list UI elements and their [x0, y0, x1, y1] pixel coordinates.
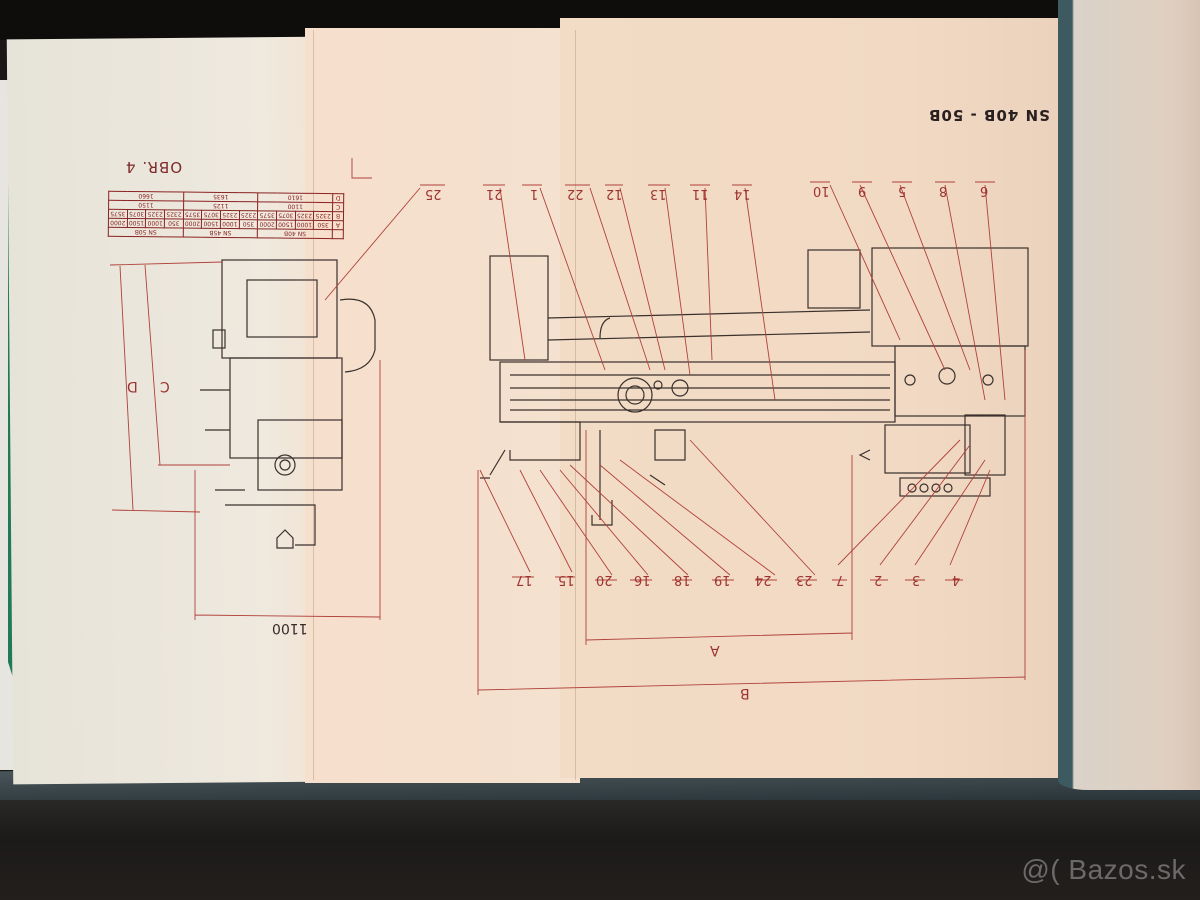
dimension-1100: 1100 — [272, 620, 308, 636]
callout-16: 16 — [634, 572, 651, 587]
callout-14: 14 — [734, 186, 751, 201]
dimension-d-label: D — [127, 378, 138, 394]
model-sn45b: SN 45B — [183, 228, 258, 238]
callout-5: 5 — [898, 183, 907, 198]
model-sn50b: SN 50B — [108, 227, 184, 238]
callout-18: 18 — [674, 572, 691, 587]
callout-2: 2 — [874, 572, 883, 587]
drawing-sheet-middle — [305, 28, 580, 783]
callout-7: 7 — [836, 572, 845, 587]
dimension-c-label: C — [160, 378, 170, 394]
callout-12: 12 — [606, 186, 623, 201]
callout-25: 25 — [425, 186, 442, 201]
callout-21: 21 — [486, 186, 503, 201]
callout-8: 8 — [939, 183, 948, 198]
callout-19: 19 — [714, 572, 731, 587]
callout-1: 1 — [530, 186, 539, 201]
dark-surface-bottom — [0, 800, 1200, 900]
sheet-fold — [313, 30, 314, 780]
drawing-title: SN 40B - 50B — [928, 106, 1050, 124]
callout-11: 11 — [692, 186, 709, 201]
callout-17: 17 — [516, 572, 533, 587]
callout-4: 4 — [952, 572, 961, 587]
callout-22: 22 — [567, 186, 584, 201]
callout-24: 24 — [755, 572, 772, 587]
callout-9: 9 — [858, 183, 867, 198]
callout-13: 13 — [650, 186, 667, 201]
callout-10: 10 — [813, 183, 830, 198]
figure-label: OBR. 4 — [125, 158, 183, 176]
callout-3: 3 — [912, 572, 921, 587]
callout-23: 23 — [796, 572, 813, 587]
watermark: @( Bazos.sk — [1021, 854, 1186, 885]
next-page-edge — [1058, 0, 1200, 790]
callout-15: 15 — [558, 572, 575, 587]
model-sn40b: SN 40B — [257, 228, 333, 239]
callout-6: 6 — [980, 183, 989, 198]
dimension-a-label: A — [710, 642, 720, 658]
callout-20: 20 — [596, 572, 613, 587]
sheet-fold — [575, 30, 576, 780]
dimension-b-label: B — [740, 685, 750, 701]
